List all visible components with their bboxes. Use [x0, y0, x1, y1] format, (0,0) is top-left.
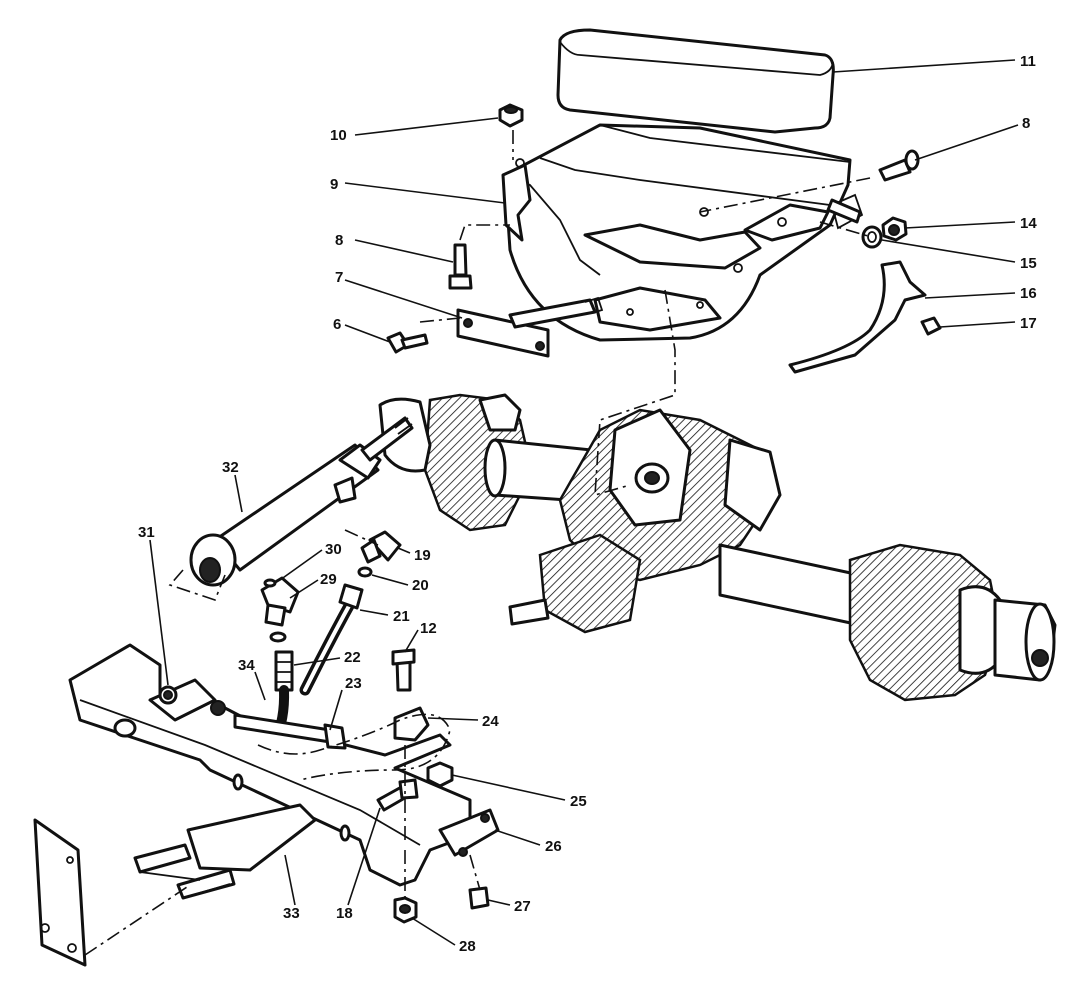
callout-23: 23 — [345, 675, 362, 692]
callout-30: 30 — [325, 541, 342, 558]
leader-lines-group — [149, 59, 1019, 946]
transaxle-assembly-part — [378, 393, 1057, 702]
callout-10: 10 — [330, 127, 347, 144]
mounting-hardware-group — [233, 648, 490, 924]
callout-22: 22 — [344, 649, 361, 666]
callout-14: 14 — [1020, 215, 1037, 232]
side-shield-part — [788, 260, 927, 374]
callout-17: 17 — [1020, 315, 1037, 332]
callout-12: 12 — [420, 620, 437, 637]
bolt-6-part — [386, 331, 429, 354]
callout-34: 34 — [238, 657, 255, 674]
seat-hardware-group — [448, 103, 920, 290]
callout-31: 31 — [138, 524, 155, 541]
callout-7: 7 — [335, 269, 343, 286]
callout-15: 15 — [1020, 255, 1037, 272]
callout-26: 26 — [545, 838, 562, 855]
mounting-plate-part — [456, 296, 604, 358]
access-plate-part — [33, 818, 87, 967]
callout-8-lower: 8 — [335, 232, 343, 249]
callout-18: 18 — [336, 905, 353, 922]
callout-11: 11 — [1020, 53, 1036, 70]
callout-16: 16 — [1020, 285, 1037, 302]
callout-6: 6 — [333, 316, 341, 333]
callout-24: 24 — [482, 713, 499, 730]
callout-19: 19 — [414, 547, 431, 564]
screw-17-part — [920, 316, 942, 336]
callout-20: 20 — [412, 577, 429, 594]
callout-28: 28 — [459, 938, 476, 955]
callout-8-upper: 8 — [1022, 115, 1030, 132]
frame-bracket-part — [68, 643, 500, 887]
callout-9: 9 — [330, 176, 338, 193]
hydraulic-cylinder-part — [168, 416, 414, 601]
assembly-centerlines-group — [84, 130, 871, 956]
callout-32: 32 — [222, 459, 239, 476]
hose-bundle-part — [133, 803, 317, 900]
seat-cushion-part — [556, 28, 835, 134]
callout-33: 33 — [283, 905, 300, 922]
callout-21: 21 — [393, 608, 410, 625]
callout-27: 27 — [514, 898, 531, 915]
seat-pan-part — [501, 123, 864, 342]
callout-25: 25 — [570, 793, 587, 810]
callout-29: 29 — [320, 571, 337, 588]
hydraulic-fittings-group — [260, 530, 402, 643]
callout-labels-group: 11 10 8 9 14 8 15 7 16 6 17 32 31 30 19 … — [138, 53, 1037, 955]
